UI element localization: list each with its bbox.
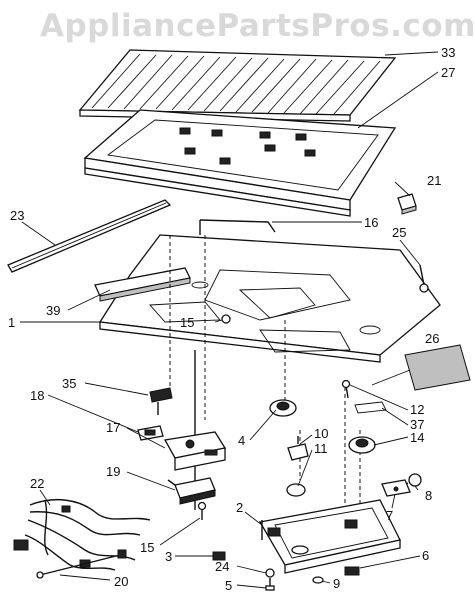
callout-27: 27	[441, 65, 455, 80]
part-23-strip	[7, 199, 172, 273]
callout-labels: 33 27 21 23 16 25 39 1 15 26 35 18 12 37…	[8, 45, 455, 593]
part-6-base-tray	[258, 499, 401, 574]
callout-10: 10	[314, 426, 328, 441]
callout-17: 17	[106, 420, 120, 435]
part-1-cover-plate	[98, 234, 441, 363]
callout-7: 7	[386, 508, 393, 523]
part-35-clip	[149, 387, 173, 415]
callout-18: 18	[30, 388, 44, 403]
part-12-screw	[341, 379, 351, 399]
callout-5: 5	[225, 578, 232, 593]
part-26-sheet	[404, 344, 471, 391]
callout-8: 8	[425, 488, 432, 503]
part-7-bracket	[381, 479, 411, 497]
callout-33: 33	[441, 45, 455, 60]
part-39-bracket	[94, 267, 191, 302]
part-11-knob	[286, 483, 306, 497]
callout-37: 37	[410, 417, 424, 432]
part-22-wire-harness	[13, 499, 151, 571]
callout-19: 19	[106, 464, 120, 479]
callout-3: 3	[165, 549, 172, 564]
leader-lines	[20, 51, 439, 589]
part-18-bezel	[137, 425, 164, 441]
callout-23: 23	[10, 208, 24, 223]
callout-16: 16	[364, 215, 378, 230]
part-16-rod	[199, 219, 276, 235]
part-20-wire	[36, 549, 127, 579]
callout-4: 4	[238, 433, 245, 448]
part-33-grille	[78, 49, 397, 122]
callout-21: 21	[427, 173, 441, 188]
part-6-connector	[344, 566, 360, 576]
callout-35: 35	[62, 376, 76, 391]
part-27-frame	[83, 109, 397, 217]
part-25-screw	[419, 264, 429, 293]
watermark-text: AppliancePartsPros.com	[40, 8, 475, 44]
part-5-screw	[265, 578, 275, 591]
part-10-switch	[287, 436, 309, 461]
callout-15-lower: 15	[140, 540, 154, 555]
callout-15: 15	[180, 315, 194, 330]
callout-9: 9	[333, 576, 340, 591]
part-15-screw-upper	[221, 314, 231, 324]
callout-24: 24	[215, 559, 229, 574]
part-14-socket	[348, 436, 376, 454]
callout-14: 14	[410, 430, 424, 445]
part-21-block	[397, 193, 417, 215]
callout-39: 39	[46, 303, 60, 318]
callout-25: 25	[392, 225, 406, 240]
part-9-washer	[312, 576, 324, 584]
callout-12: 12	[410, 402, 424, 417]
callout-22: 22	[30, 476, 44, 491]
part-19-thermostat	[167, 477, 216, 505]
part-37-clip	[354, 401, 387, 414]
part-17-housing	[163, 431, 227, 471]
callout-20: 20	[114, 574, 128, 589]
callout-11: 11	[314, 441, 328, 456]
callout-6: 6	[422, 548, 429, 563]
part-15-screw-lower	[197, 501, 207, 520]
callout-1: 1	[8, 315, 15, 330]
part-4-socket	[269, 399, 297, 417]
callout-26: 26	[425, 331, 439, 346]
callout-2: 2	[236, 500, 243, 515]
part-24-screw	[265, 568, 275, 578]
